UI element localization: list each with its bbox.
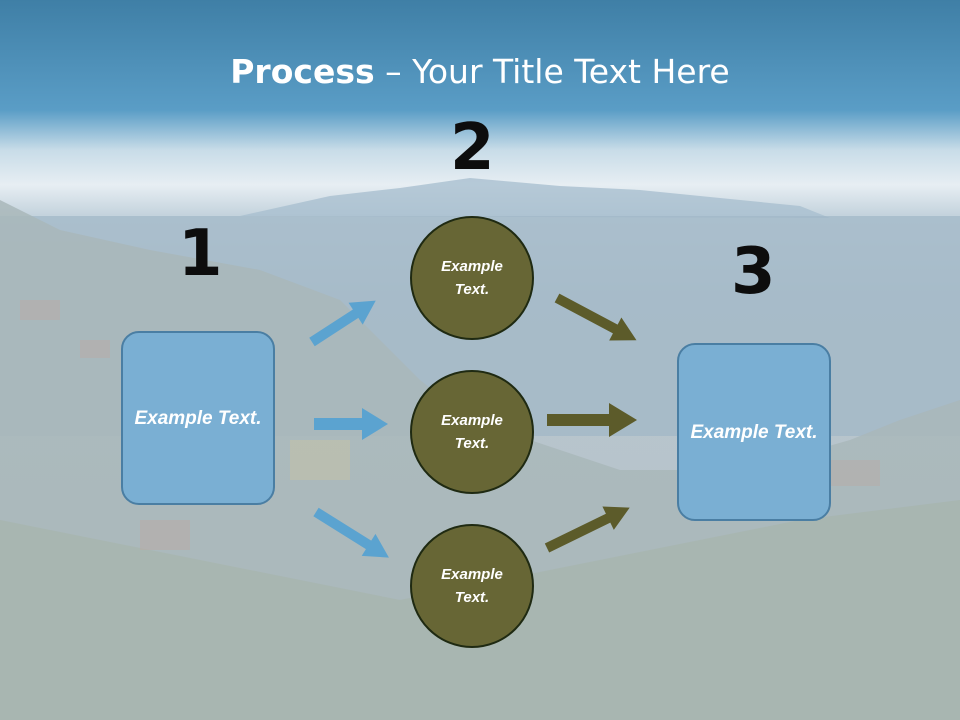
circle-bottom: Example Text.	[410, 524, 534, 648]
title-rest: – Your Title Text Here	[374, 52, 730, 91]
olive-arrows	[544, 293, 637, 553]
arrow-to-bottom-circle	[313, 507, 389, 558]
circle-middle: Example Text.	[410, 370, 534, 494]
start-box: Example Text.	[121, 331, 275, 505]
arrow-to-middle-circle	[314, 408, 388, 440]
arrow-to-top-circle	[309, 300, 376, 347]
arrow-from-middle-circle	[547, 403, 637, 437]
step-number-2: 2	[450, 111, 495, 185]
arrow-from-top-circle	[554, 293, 637, 341]
step-number-1: 1	[178, 217, 223, 291]
circle-top: Example Text.	[410, 216, 534, 340]
arrow-from-bottom-circle	[544, 506, 630, 553]
title-bold: Process	[230, 52, 375, 91]
blue-arrows	[309, 300, 389, 558]
slide-title: Process – Your Title Text Here	[0, 52, 960, 91]
end-box: Example Text.	[677, 343, 831, 521]
step-number-3: 3	[731, 235, 776, 309]
